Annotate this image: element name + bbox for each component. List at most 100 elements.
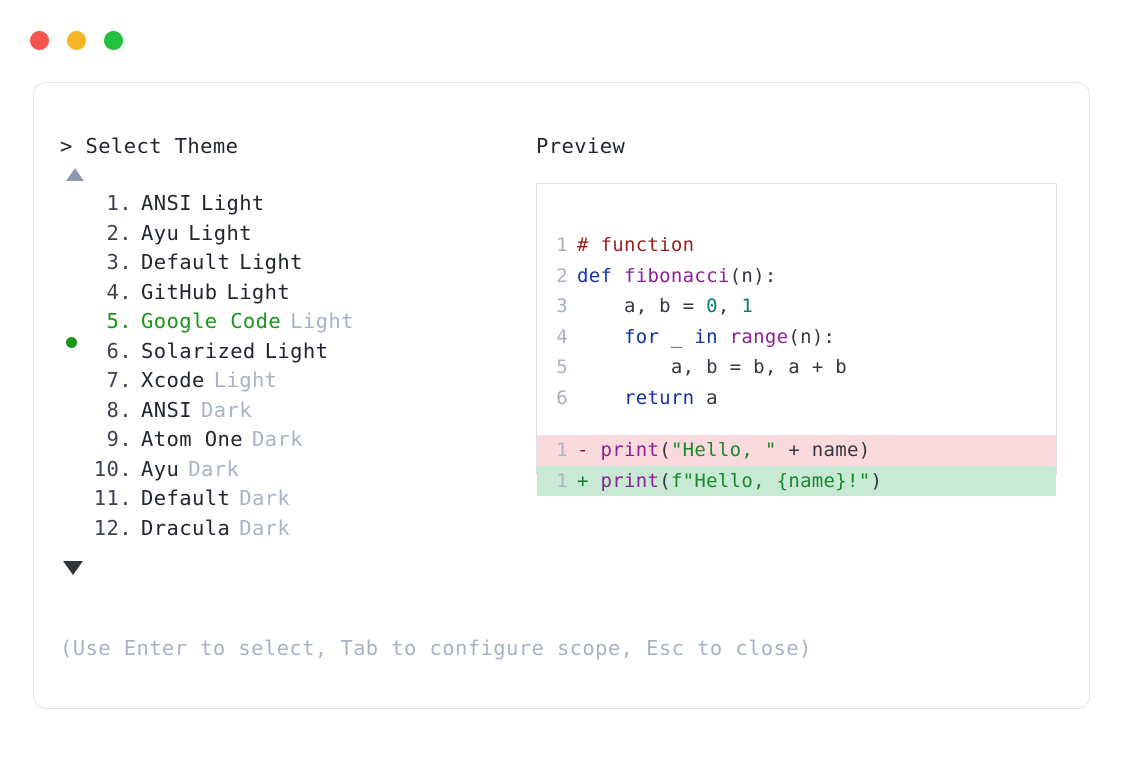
code-text: for _ in range(n):	[577, 322, 1056, 353]
code-token: )	[870, 469, 883, 492]
line-number: 4	[556, 325, 568, 348]
code-token: return	[623, 386, 695, 409]
code-text: a, b = 0, 1	[577, 291, 1056, 322]
theme-list-item[interactable]: 12. Dracula Dark	[60, 516, 530, 546]
code-token: ,	[717, 295, 742, 317]
code-line: 3 a, b = 0, 1	[537, 291, 1056, 322]
theme-item-variant: Light	[290, 309, 354, 333]
maximize-dot[interactable]	[104, 31, 123, 50]
theme-list-item[interactable]: 3. Default Light	[60, 250, 530, 280]
code-text: return a	[577, 383, 1056, 414]
minimize-dot[interactable]	[67, 31, 86, 50]
theme-item-name: Dracula	[141, 515, 231, 540]
theme-item-variant: Light	[226, 279, 291, 304]
code-token: (	[659, 469, 671, 492]
code-token	[577, 326, 624, 348]
code-token: f"Hello, {name}!"	[670, 469, 871, 492]
theme-item-index: 5.	[106, 309, 132, 333]
theme-item-variant: Dark	[251, 427, 303, 451]
triangle-up-icon[interactable]	[66, 168, 84, 181]
keyboard-hint: (Use Enter to select, Tab to configure s…	[60, 636, 812, 660]
theme-item-variant: Dark	[188, 456, 240, 481]
code-token: a	[694, 386, 718, 409]
code-token: (n):	[729, 264, 777, 287]
theme-item-index: 1.	[106, 191, 132, 215]
theme-item-index: 11.	[93, 486, 132, 510]
code-blank-line	[537, 413, 1056, 435]
selection-dot	[66, 337, 77, 348]
code-token: print	[600, 439, 660, 461]
code-token: 0	[706, 295, 718, 317]
theme-list-item[interactable]: 11. Default Dark	[60, 486, 530, 516]
code-line: 4 for _ in range(n):	[537, 322, 1056, 353]
code-line: 1 # function	[537, 230, 1056, 261]
line-number: 1	[556, 234, 568, 256]
picker-prompt: > Select Theme	[60, 134, 239, 158]
code-preview-panel: 1 # function 2 def fibonacci(n):3 a, b = 0,…	[536, 183, 1057, 496]
code-token: +	[577, 469, 601, 492]
code-text: # function	[577, 230, 1056, 261]
code-token: range	[729, 325, 789, 348]
theme-item-name: Default	[141, 486, 231, 510]
theme-item-index: 2.	[106, 220, 132, 245]
code-token: _	[659, 325, 695, 348]
code-text: - print("Hello, " + name)	[577, 435, 1056, 466]
theme-item-index: 8.	[106, 397, 132, 422]
line-number: 1	[556, 439, 568, 461]
preview-pane: Preview 1 # function 2 def fibonacci(n):3 a…	[536, 131, 1066, 496]
theme-item-variant: Dark	[200, 397, 252, 422]
code-diff-line: 1 - print("Hello, " + name)	[537, 435, 1056, 466]
line-number: 1	[556, 469, 568, 492]
theme-item-variant: Light	[213, 368, 278, 392]
close-dot[interactable]	[30, 31, 49, 50]
code-line: 5 a, b = b, a + b	[537, 352, 1056, 383]
theme-item-name: Xcode	[141, 368, 205, 392]
window-control-dots	[30, 31, 123, 50]
code-line: 2 def fibonacci(n):	[537, 261, 1056, 292]
code-token: -	[577, 439, 601, 461]
code-token: print	[600, 469, 660, 492]
theme-item-name: ANSI	[141, 191, 192, 215]
theme-item-index: 10.	[93, 456, 132, 481]
theme-item-variant: Dark	[239, 515, 291, 540]
theme-list-item[interactable]: 9. Atom One Dark	[60, 427, 530, 457]
theme-item-index: 9.	[106, 427, 132, 451]
code-token: 1	[741, 295, 754, 317]
code-token: a, b = b, a + b	[577, 356, 847, 378]
theme-item-variant: Light	[200, 191, 265, 215]
line-number: 2	[556, 264, 568, 287]
code-token: a, b =	[577, 295, 707, 317]
code-token: fibonacci	[623, 264, 730, 287]
theme-item-index: 3.	[106, 250, 132, 274]
theme-item-name: Default	[141, 250, 231, 274]
triangle-down-icon[interactable]	[63, 561, 83, 575]
theme-item-variant: Dark	[239, 486, 291, 510]
code-token: in	[694, 325, 718, 348]
theme-item-index: 12.	[93, 515, 132, 540]
code-token: "Hello, "	[670, 439, 777, 461]
preview-label: Preview	[536, 134, 626, 158]
code-text: def fibonacci(n):	[577, 261, 1056, 292]
theme-list-item[interactable]: 1. ANSI Light	[60, 191, 530, 221]
code-token	[577, 387, 624, 409]
theme-item-variant: Light	[239, 250, 303, 274]
code-token: # function	[577, 234, 695, 256]
theme-item-variant: Light	[188, 220, 252, 245]
code-text: a, b = b, a + b	[577, 352, 1056, 383]
theme-item-name: GitHub	[141, 279, 218, 304]
theme-item-name: Atom One	[141, 427, 243, 451]
code-text: + print(f"Hello, {name}!")	[577, 466, 1056, 497]
code-token	[718, 326, 730, 348]
theme-item-index: 6.	[106, 338, 132, 363]
